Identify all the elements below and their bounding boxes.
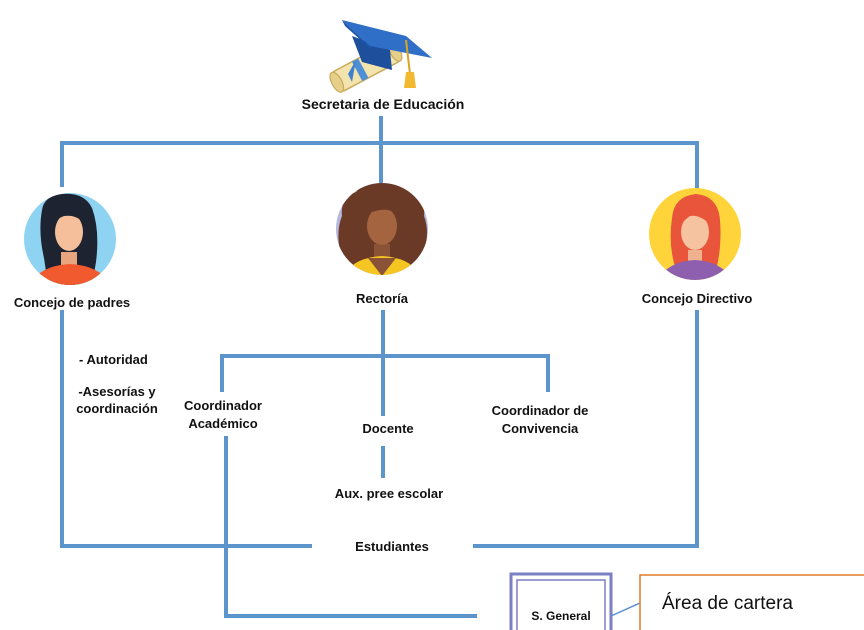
s-general-box <box>509 572 613 630</box>
autoridad-label: - Autoridad <box>79 352 148 367</box>
asesorias-label-line1: -Asesorías y <box>78 384 156 399</box>
coord-academico-label-line1: Coordinador <box>184 398 262 413</box>
concejo-padres-label: Concejo de padres <box>13 295 131 310</box>
connector-lines <box>60 116 699 618</box>
docente-label: Docente <box>362 421 414 436</box>
graduation-cap-icon <box>329 20 432 93</box>
woman-red-hair-avatar-icon <box>649 188 741 280</box>
callout-label: Área de cartera <box>662 593 793 614</box>
concejo-directivo-label: Concejo Directivo <box>641 291 753 306</box>
estudiantes-label: Estudiantes <box>355 539 429 554</box>
coord-convivencia-label-line1: Coordinador de <box>491 403 589 418</box>
rectoria-label: Rectoría <box>355 291 409 306</box>
aux-preescolar-label: Aux. pree escolar <box>334 486 444 501</box>
coord-academico-label-line2: Académico <box>188 416 258 431</box>
woman-avatar-icon <box>24 193 116 285</box>
callout-area-de-cartera <box>610 574 864 630</box>
s-general-label: S. General <box>531 609 591 623</box>
coord-convivencia-label-line2: Convivencia <box>501 421 579 436</box>
asesorias-label-line2: coordinación <box>76 401 158 416</box>
secretaria-label: Secretaria de Educación <box>301 96 465 112</box>
woman-curly-hair-avatar-icon <box>336 183 428 275</box>
